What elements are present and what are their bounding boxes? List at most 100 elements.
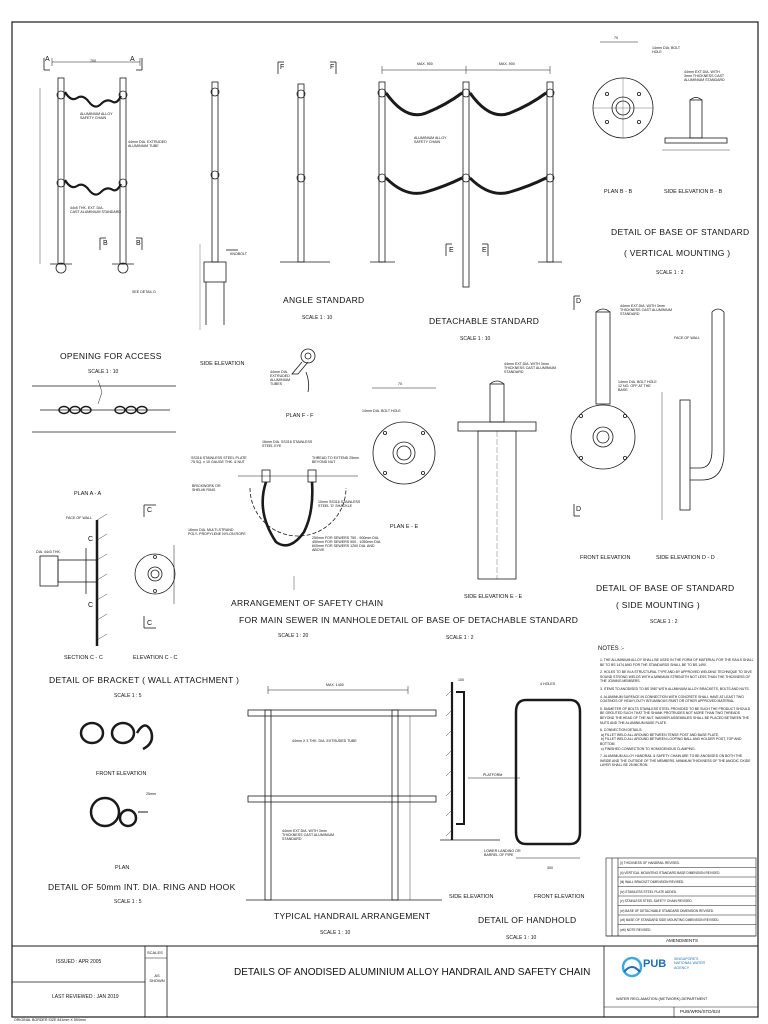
note-face-of-wall-2: FACE OF WALL [66, 516, 93, 520]
amendment-row: (v) STAINLESS STEEL SAFETY CHAIN REVISED… [620, 899, 693, 903]
dim-max-900-right: MAX. 900 [499, 62, 515, 66]
title-handhold: DETAIL OF HANDHOLD [478, 915, 577, 925]
dim-100: 100 [458, 678, 464, 682]
scales-header: SCALES [147, 950, 163, 955]
angle-standard-drawing [277, 61, 337, 263]
section-mark-a-left: A [45, 56, 50, 63]
scale-base-vertical: SCALE 1 : 2 [656, 270, 684, 276]
side-elevation-drawing [199, 81, 238, 330]
note-ss-plate: SS316 STAINLESS STEEL PLATE 75 SQ. x 10 … [191, 456, 247, 465]
note-item: 3. ITEMS TO ANODISED TO BS 3987 WITH ALU… [600, 686, 750, 691]
title-safety-chain-arrangement: ARRANGEMENT OF SAFETY CHAIN [231, 598, 384, 608]
title-ring-hook: DETAIL OF 50mm INT. DIA. RING AND HOOK [48, 882, 236, 892]
title-bracket: DETAIL OF BRACKET ( WALL ATTACHMENT ) [49, 675, 240, 685]
note-item: 7. ALUMINIUM ALLOY HANDRAIL & SAFETY CHA… [600, 754, 752, 768]
note-shackle: 10mm SS316 STAINLESS STEEL 'D' SHACKLE [318, 500, 361, 509]
amendments-header: AMENDMENTS [666, 938, 699, 943]
dim-300: 300 [547, 866, 553, 870]
note-44-std-handrail: 44mm EXT.DIA. WITH 3mm THICKNESS CAST AL… [282, 829, 335, 842]
label-side-elevation-bb: SIDE ELEVATION B - B [664, 189, 723, 195]
note-item: 5. DIAMETER OF BOLTS STAINLESS STEEL PRO… [600, 706, 752, 725]
label-elevation-cc: ELEVATION C - C [133, 655, 178, 661]
last-reviewed-date: LAST REVIEWED : JAN 2019 [52, 994, 119, 1000]
note-item: 1. THE ALUMINIUM ALLOY SHALL BE USED IN … [600, 658, 755, 667]
scales-value: AS SHOWN [149, 973, 165, 983]
note-face-of-wall: FACE OF WALL [674, 336, 701, 340]
label-side-elevation-dd: SIDE ELEVATION D - D [656, 555, 715, 561]
notes-header: NOTES :- [598, 646, 625, 652]
label-plan-bb: PLAN B - B [604, 189, 633, 195]
scale-detachable-standard: SCALE 1 : 10 [460, 336, 491, 342]
section-mark-c-upper: C [88, 536, 94, 543]
dim-max-1400: MAX. 1400 [326, 683, 344, 687]
scale-typical-handrail: SCALE 1 : 10 [320, 930, 351, 936]
title-safety-chain-manhole: FOR MAIN SEWER IN MANHOLE [239, 615, 377, 625]
amendment-row: (iv) STAINLESS STEEL PLATE ADDED. [620, 889, 677, 894]
scale-base-detachable: SCALE 1 : 2 [446, 635, 474, 641]
section-mark-e-right: E [482, 247, 487, 254]
scale-handhold: SCALE 1 : 10 [506, 935, 537, 941]
base-side-mounting-drawing [570, 295, 725, 520]
label-side-elevation-handhold: SIDE ELEVATION [449, 894, 494, 900]
label-plan-ee: PLAN E - E [390, 524, 419, 530]
amendment-row: (i) THICKNESS OF HANDRAIL REVISED. [620, 861, 680, 865]
section-mark-c-elev-bottom: C [147, 620, 153, 627]
note-25mm: 25mm [146, 792, 156, 796]
scale-angle-standard: SCALE 1 : 10 [302, 315, 333, 321]
amendment-row: (vi) BASE OF DETACHABLE STANDARD DIMENSI… [620, 908, 714, 913]
dim-70-top: 70 [614, 36, 618, 40]
label-section-cc: SECTION C - C [64, 655, 103, 661]
label-front-elevation-ring: FRONT ELEVATION [96, 771, 147, 777]
scale-safety-chain: SCALE 1 : 20 [278, 633, 309, 639]
amendment-row: (vii) BASE OF STANDARD SIDE MOUNTING DIM… [620, 918, 720, 922]
department-name: WATER RECLAMATION (NETWORK) DEPARTMENT [616, 997, 708, 1001]
base-vertical-mounting-drawing [592, 41, 730, 151]
note-knobolt: KNOBOLT [230, 252, 247, 256]
section-mark-d-bottom: D [576, 506, 582, 513]
note-44-ext-e: 44mm EXT.DIA. WITH 3mm THICKNESS CAST AL… [504, 362, 557, 375]
paper-size-note: ORIGINAL BORDER SIZE 841mm X 594mm [14, 1018, 86, 1022]
note-14-bolt-e: 14mm DIA. BOLT HOLE [362, 409, 401, 413]
sheet-outer-border [11, 21, 759, 1018]
label-plan-aa: PLAN A - A [74, 491, 102, 497]
issued-date: ISSUED : APR 2005 [56, 959, 102, 965]
note-14-bolt-d: 14mm DIA. BOLT HOLE 12 NO. OFF AT THE BA… [618, 380, 657, 393]
wall-bracket-drawing [39, 504, 176, 646]
detachable-standard-drawing [370, 66, 562, 288]
typical-handrail-drawing [246, 686, 442, 901]
amendment-row: (viii) NOTE REVISED. [620, 927, 652, 932]
label-side-elevation-ee: SIDE ELEVATION E - E [464, 594, 523, 600]
handhold-front-elevation-drawing [514, 698, 582, 859]
label-front-elevation-handhold: FRONT ELEVATION [534, 894, 585, 900]
scale-opening-for-access: SCALE 1 : 10 [88, 369, 119, 375]
drawing-number: PUB/WRN/STD/024 [680, 1009, 721, 1014]
section-mark-d-top: D [576, 298, 582, 305]
note-44-standard: 44x5 THK. EXT. DIA. CAST ALUMINIUM STAND… [70, 206, 121, 215]
section-mark-f-left: F [280, 64, 285, 71]
section-mark-c-elev-top: C [147, 507, 153, 514]
dim-max-900-left: MAX. 900 [417, 62, 433, 66]
note-44-ext-dia: 44mm EXT.DIA. WITH 3mm THICKNESS CAST AL… [684, 70, 725, 83]
note-dia-44x3: DIA. 44x3 THK. [36, 550, 61, 554]
note-see-detail-d: SEE DETAIL D [132, 290, 156, 294]
label-front-elevation-d: FRONT ELEVATION [580, 555, 631, 561]
section-mark-b-right: B [136, 240, 141, 247]
label-plan-ring: PLAN [115, 865, 130, 871]
title-base-detachable: DETAIL OF BASE OF DETACHABLE STANDARD [378, 615, 579, 625]
title-base-side: DETAIL OF BASE OF STANDARD [596, 583, 735, 593]
plan-ff-drawing [291, 348, 316, 393]
handhold-side-elevation-drawing [440, 682, 520, 841]
dim-70-e: 70 [398, 382, 402, 386]
note-44-tubes: 44mm DIA. EXTRUDED ALUMINIUM TUBES [270, 370, 291, 387]
note-sewer-dimensions: 250mm FOR SEWERS 750 - 900mm DIA. 450mm … [312, 536, 382, 553]
scale-base-side: SCALE 1 : 2 [650, 619, 678, 625]
amendments-list: (i) THICKNESS OF HANDRAIL REVISED.(ii) V… [620, 859, 756, 935]
note-rope: 16mm DIA. MULTI-STRAND POLY- PROPYLENE N… [188, 528, 246, 537]
side-elevation-ee-drawing [457, 380, 537, 580]
amendments-table [605, 857, 757, 937]
section-mark-f-right: F [330, 64, 335, 71]
note-item: 2. HOLES TO BE IN A STRUCTURAL TYPE AND … [600, 670, 753, 684]
section-mark-a-right: A [130, 56, 135, 63]
scale-ring-hook: SCALE 1 : 5 [114, 899, 142, 905]
